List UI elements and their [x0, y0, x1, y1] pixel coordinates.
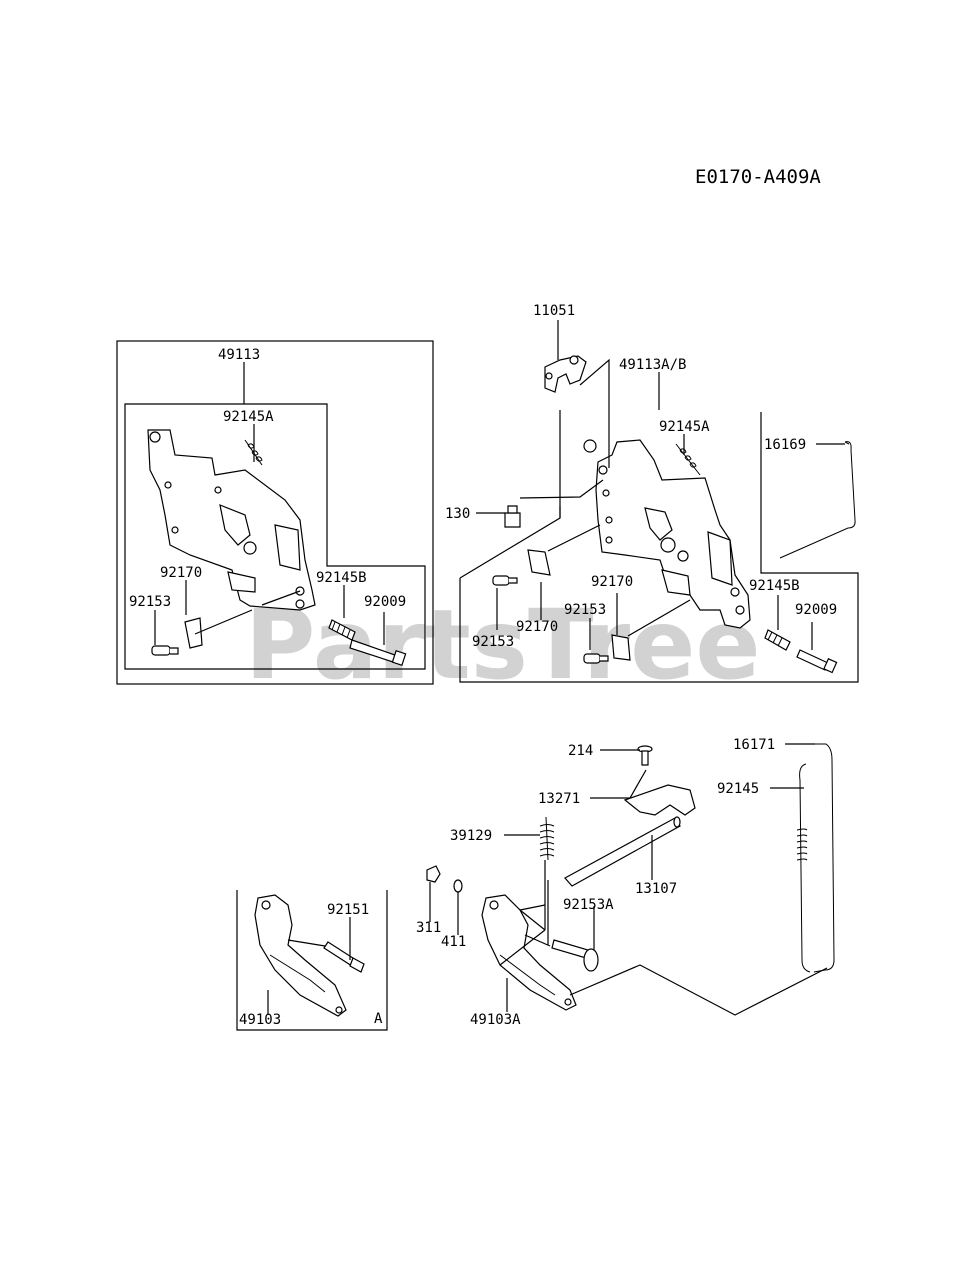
diagram-reference: E0170-A409A [695, 166, 821, 188]
label-130: 130 [445, 506, 470, 522]
bolt-92153a [551, 939, 599, 972]
clip-92170-right-lower [611, 634, 631, 661]
label-92145b-left: 92145B [316, 570, 367, 586]
label-92145b-right: 92145B [749, 578, 800, 594]
label-92170-left: 92170 [160, 565, 202, 581]
part-labels: 49113 92145A 92170 92145B 92153 92009 11… [129, 303, 837, 1028]
label-92145: 92145 [717, 781, 759, 797]
label-16171: 16171 [733, 737, 775, 753]
spring-92145b-right [764, 629, 791, 651]
label-49103a: 49103A [470, 1012, 521, 1028]
rod-92145 [796, 763, 811, 973]
label-92170-right-a: 92170 [591, 574, 633, 590]
screw-92153-right-lower [583, 653, 609, 664]
label-92153-left: 92153 [129, 594, 171, 610]
rod-16171 [813, 743, 835, 973]
spring-39129 [539, 816, 555, 861]
screw-92153-left [151, 645, 179, 656]
label-49113: 49113 [218, 347, 260, 363]
label-49113ab: 49113A/B [619, 357, 686, 373]
lever-49103 [254, 894, 347, 1017]
screw-92153-right-upper [492, 575, 518, 586]
label-311: 311 [416, 920, 441, 936]
detail-box-a [236, 890, 388, 1031]
label-92153-right-a: 92153 [564, 602, 606, 618]
control-bracket-left [147, 429, 316, 611]
label-92153a: 92153A [563, 897, 614, 913]
bottom-assembly [426, 743, 835, 1016]
label-49103: 49103 [239, 1012, 281, 1028]
screw-214 [637, 745, 653, 766]
clip-92170-left [184, 617, 203, 649]
label-16169: 16169 [764, 437, 806, 453]
nut-311 [426, 865, 441, 883]
label-92145a-right: 92145A [659, 419, 710, 435]
bolt-92009-right [796, 649, 838, 674]
label-92009-right: 92009 [795, 602, 837, 618]
washer-411 [453, 879, 463, 893]
label-13271: 13271 [538, 791, 580, 807]
bolt-92009-left [349, 639, 407, 667]
label-39129: 39129 [450, 828, 492, 844]
label-92151: 92151 [327, 902, 369, 918]
label-92170-right-b: 92170 [516, 619, 558, 635]
spring-92145a-right [675, 443, 701, 476]
shaft-13107 [564, 816, 681, 887]
plate-13271 [623, 784, 696, 816]
right-top-panel [459, 320, 859, 683]
control-bracket-right [583, 439, 751, 629]
label-a: A [374, 1011, 383, 1027]
label-92145a-left: 92145A [223, 409, 274, 425]
bolt-92151 [323, 941, 365, 973]
bracket-11051 [544, 355, 587, 393]
bolt-130 [504, 505, 521, 528]
label-411: 411 [441, 934, 466, 950]
label-214: 214 [568, 743, 593, 759]
label-11051: 11051 [533, 303, 575, 319]
label-13107: 13107 [635, 881, 677, 897]
lever-49103a [481, 894, 577, 1011]
left-panel [116, 340, 434, 685]
clip-92170-right-upper [527, 549, 551, 576]
label-92153-right-b: 92153 [472, 634, 514, 650]
rod-16169 [779, 441, 856, 559]
label-92009-left: 92009 [364, 594, 406, 610]
